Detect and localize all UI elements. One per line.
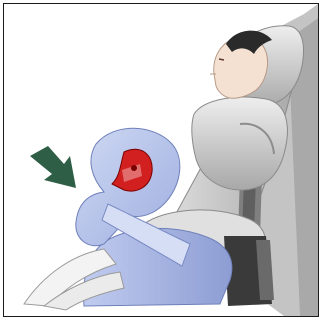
arrow-icon [30,146,76,188]
child-seat-illustration [4,4,318,316]
illustration-frame [3,3,319,317]
